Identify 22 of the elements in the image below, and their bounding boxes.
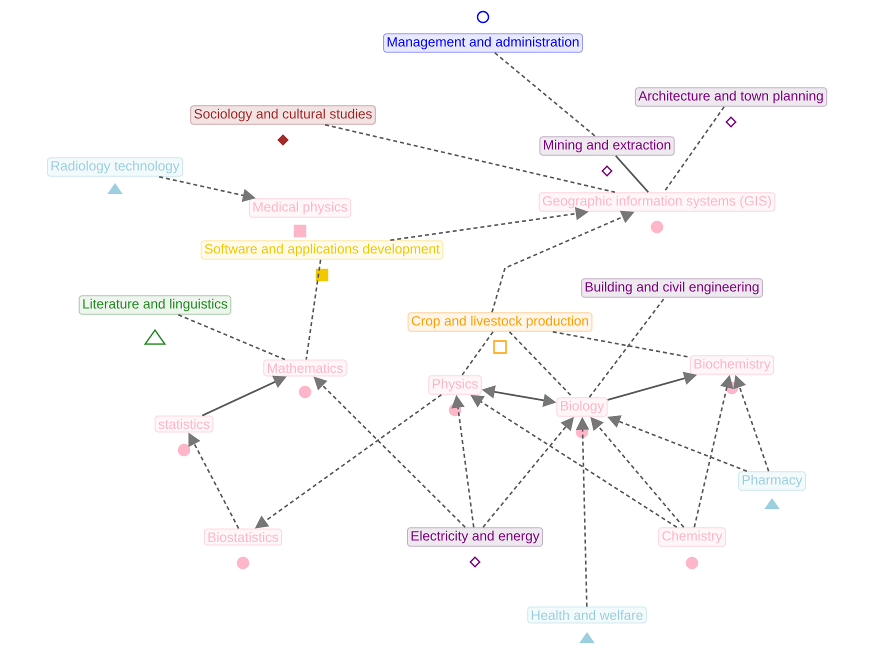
label-box: Biology	[556, 397, 608, 417]
label-box: Software and applications development	[200, 240, 444, 260]
label-box: Management and administration	[383, 33, 583, 53]
label-box: Health and welfare	[527, 606, 647, 624]
label-box: Physics	[428, 375, 482, 395]
label-box: Geographic information systems (GIS)	[538, 192, 776, 212]
label-box: Electricity and energy	[406, 527, 544, 547]
label-box: Pharmacy	[738, 471, 806, 491]
label-box: Sociology and cultural studies	[190, 105, 376, 125]
arrow	[314, 376, 466, 528]
label-box: Architecture and town planning	[634, 87, 828, 107]
label-box: Literature and linguistics	[78, 295, 232, 315]
label-box: Chemistry	[658, 527, 726, 547]
label-box: Radiology technology	[46, 157, 184, 177]
label-box: Building and civil engineering	[581, 278, 763, 298]
label-box: Mining and extraction	[539, 136, 675, 156]
label-box: Biochemistry	[690, 355, 774, 375]
label-box: Crop and livestock production	[408, 312, 592, 332]
label-box: Biostatistics	[204, 528, 282, 546]
label-box: Medical physics	[248, 198, 352, 218]
label-box: statistics	[154, 416, 214, 432]
label-box: Mathematics	[263, 360, 347, 376]
